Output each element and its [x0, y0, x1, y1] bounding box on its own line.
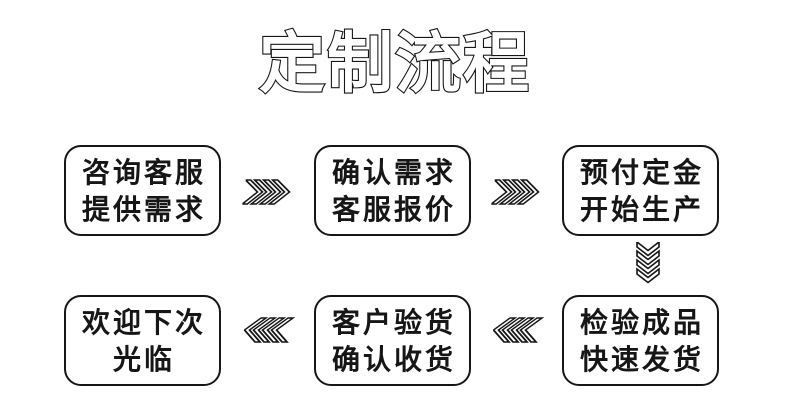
flow-step-inspect: 检验成品 快速发货	[562, 295, 719, 386]
flow-step-confirm: 确认需求 客服报价	[314, 145, 471, 236]
step-line: 确认需求	[331, 156, 456, 188]
chevron-left-arrow-icon	[243, 317, 296, 343]
chevron-right-arrow-icon	[242, 179, 291, 205]
step-line: 客服报价	[331, 193, 456, 225]
flow-step-welcome: 欢迎下次 光临	[64, 295, 221, 386]
title-outline-text: 定制流程	[258, 25, 531, 101]
chevron-down-arrow-icon	[636, 242, 660, 284]
title-text: 定制流程	[259, 26, 531, 100]
chevron-left-arrow-icon	[492, 317, 545, 343]
step-line: 咨询客服	[81, 156, 206, 188]
step-line: 预付定金	[579, 156, 704, 188]
step-line: 快速发货	[579, 343, 704, 375]
flow-step-consult: 咨询客服 提供需求	[64, 145, 221, 236]
page-title: 定制流程	[185, 10, 605, 106]
step-line: 光临	[112, 343, 175, 375]
chevron-right-arrow-icon	[491, 179, 540, 205]
step-line: 检验成品	[579, 306, 704, 338]
flow-step-receive: 客户验货 确认收货	[314, 295, 471, 386]
step-line: 开始生产	[579, 193, 704, 225]
step-line: 确认收货	[331, 343, 456, 375]
step-line: 提供需求	[81, 193, 206, 225]
flow-step-deposit: 预付定金 开始生产	[562, 145, 719, 236]
step-line: 欢迎下次	[81, 306, 206, 338]
step-line: 客户验货	[331, 306, 456, 338]
